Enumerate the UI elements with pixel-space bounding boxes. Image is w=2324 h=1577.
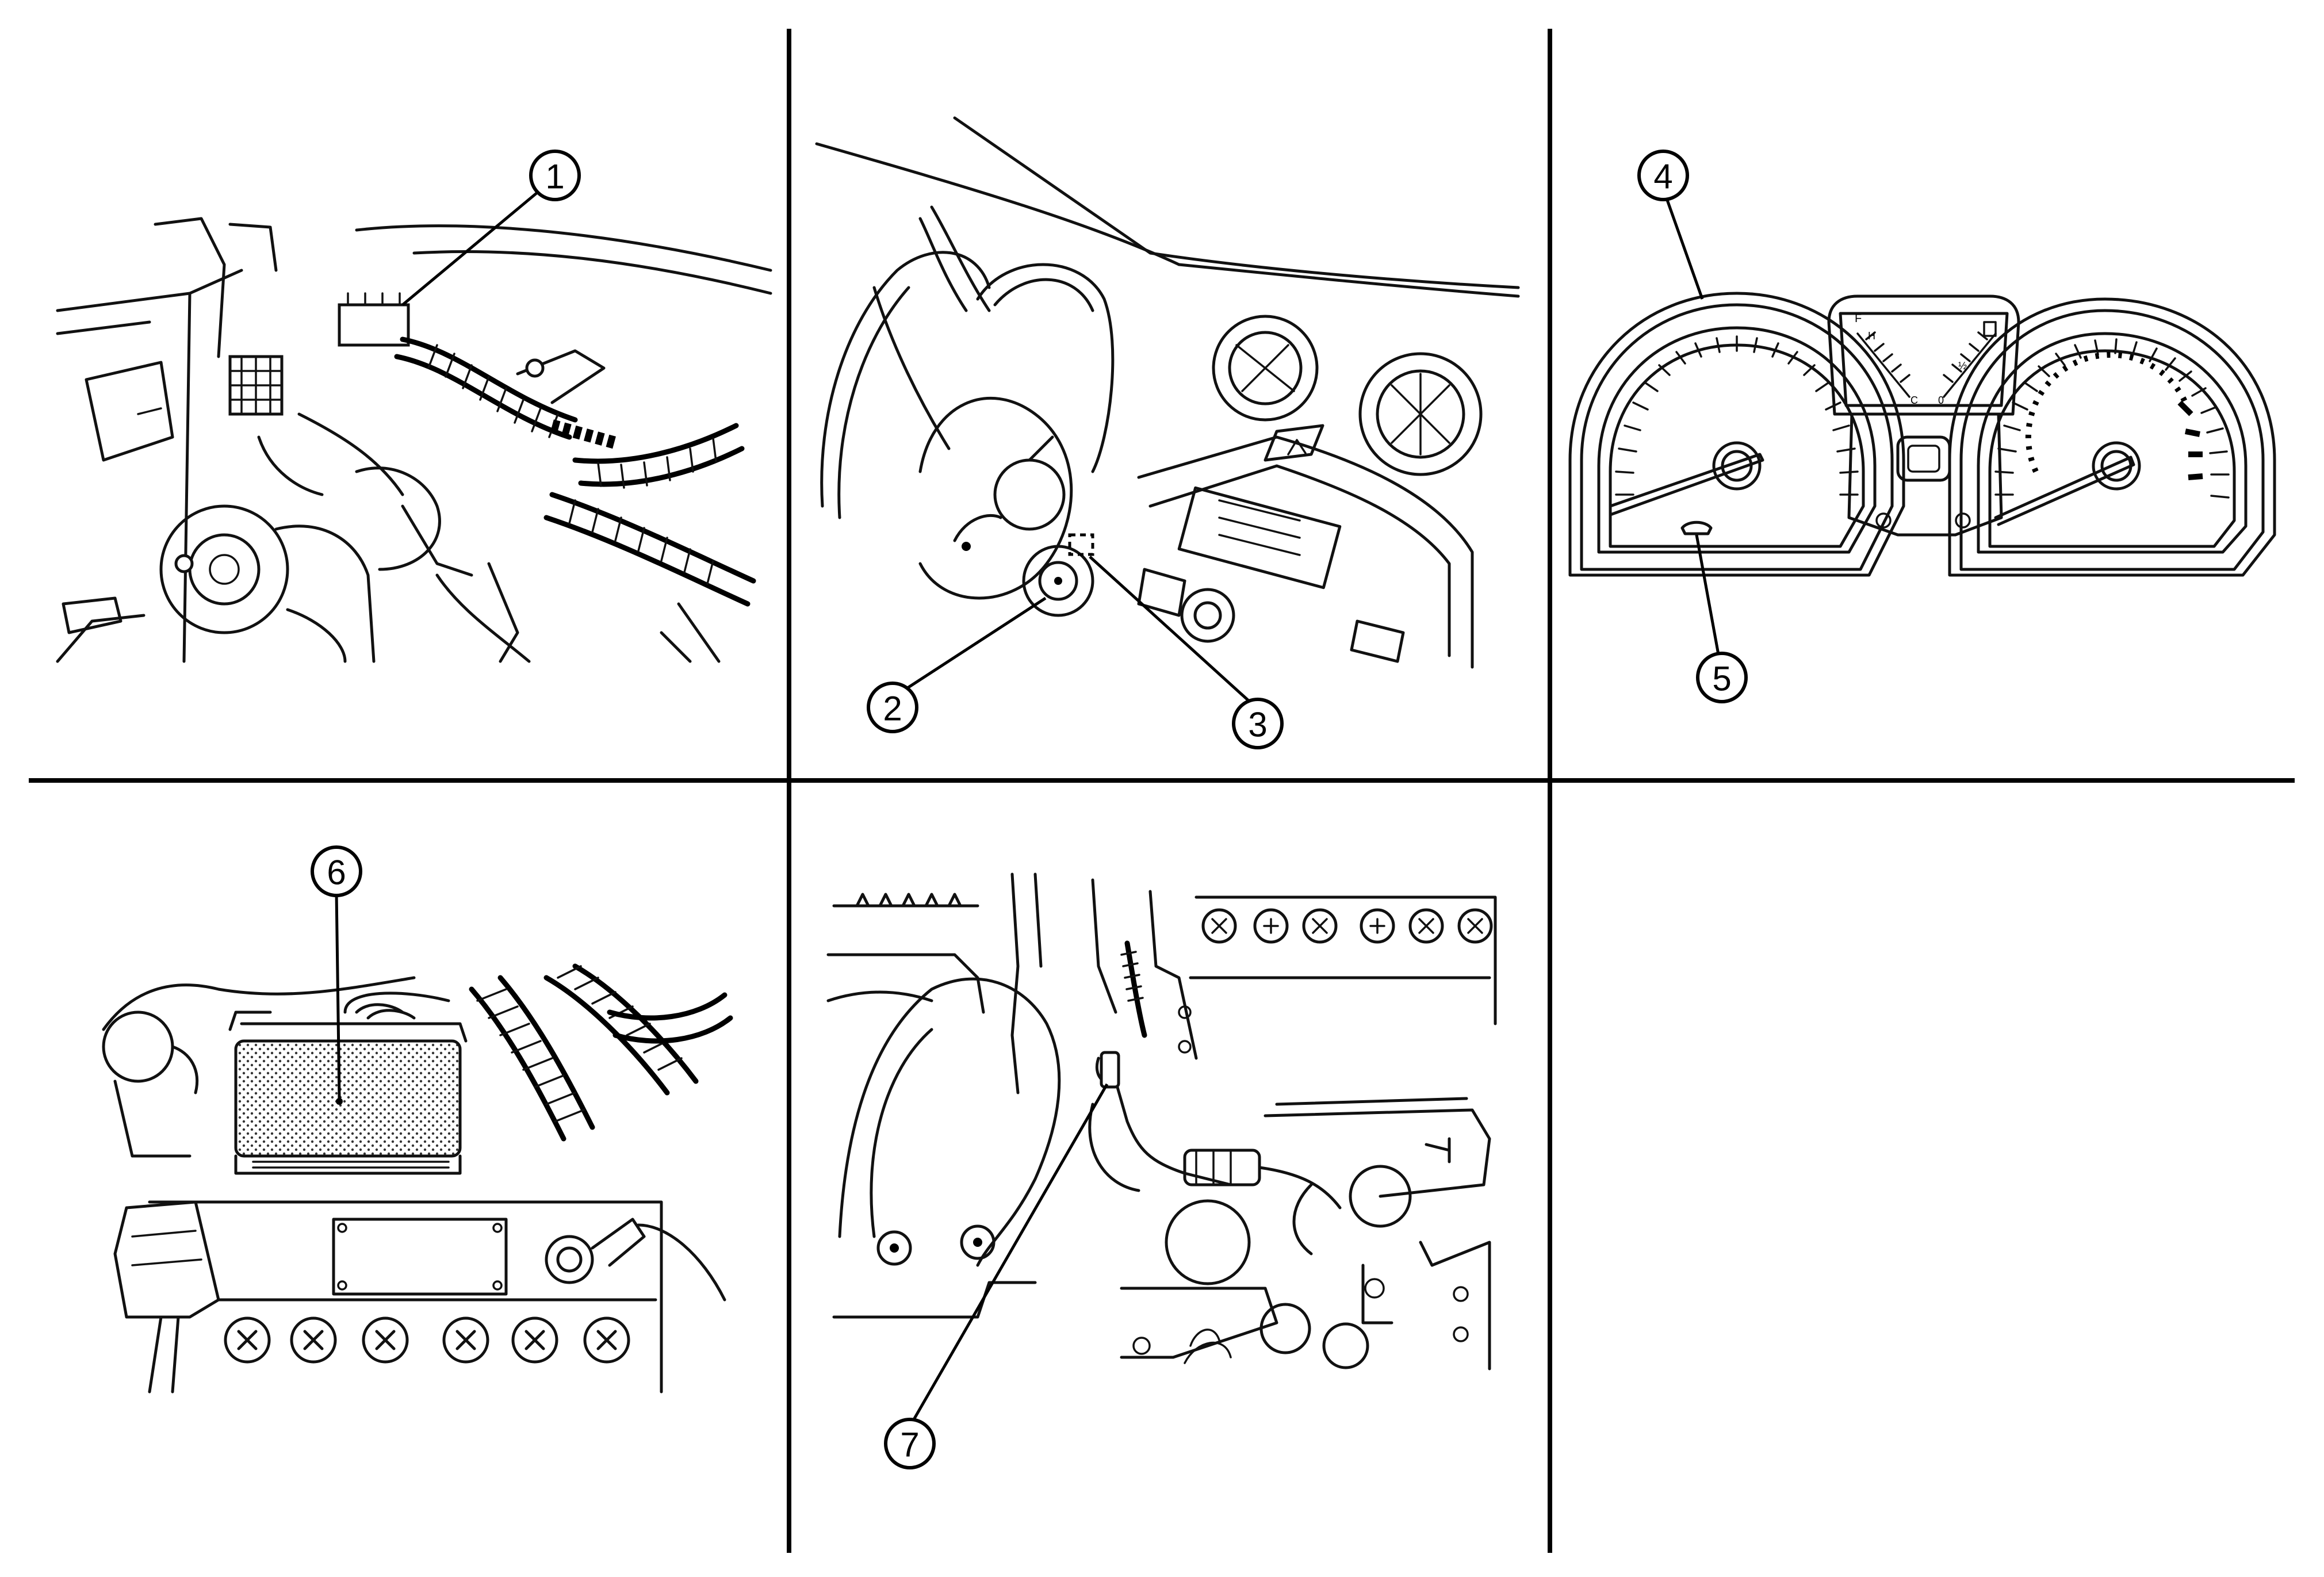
gauge-mark-h: H bbox=[1868, 330, 1875, 342]
panel-engine-sensor bbox=[826, 872, 1497, 1425]
leader-1 bbox=[401, 189, 542, 306]
leader-6 bbox=[335, 892, 341, 1099]
callout-6-label: 6 bbox=[327, 853, 346, 892]
speedometer-housing bbox=[1568, 292, 1905, 577]
ecm-unit bbox=[234, 1039, 462, 1158]
speedometer-needle bbox=[1609, 453, 1764, 516]
tachometer-ticks bbox=[1994, 338, 2230, 499]
battery-caps-panel5 bbox=[1201, 908, 1493, 944]
leader-5 bbox=[1695, 534, 1720, 655]
connector-body bbox=[338, 303, 410, 347]
callout-4-label: 4 bbox=[1653, 158, 1672, 196]
leader-3 bbox=[1089, 556, 1251, 703]
callout-7-label: 7 bbox=[900, 1426, 919, 1464]
sensor-body bbox=[1100, 1051, 1120, 1089]
callout-3: 3 bbox=[1232, 698, 1284, 749]
battery-caps bbox=[224, 1316, 630, 1364]
callout-3-label: 3 bbox=[1248, 706, 1267, 744]
callout-1-label: 1 bbox=[545, 158, 564, 196]
panel-under-dash-harness bbox=[56, 189, 772, 663]
leader-7 bbox=[910, 1083, 1109, 1425]
callout-7: 7 bbox=[884, 1418, 936, 1469]
callout-6: 6 bbox=[311, 845, 362, 897]
panel-engine-ecm bbox=[102, 892, 733, 1394]
ignition-switch-outline bbox=[1022, 545, 1094, 617]
panel-combination-meter: F H C ½ 0 bbox=[1568, 198, 2276, 655]
callout-5-label: 5 bbox=[1712, 660, 1731, 698]
gauge-mark-f: F bbox=[1855, 312, 1862, 325]
tachometer-housing bbox=[1948, 297, 2276, 577]
security-indicator-lamp bbox=[1680, 520, 1713, 535]
leader-2 bbox=[903, 596, 1047, 692]
callout-2-label: 2 bbox=[883, 690, 902, 728]
callout-5: 5 bbox=[1696, 652, 1748, 703]
gauge-mark-half: ½ bbox=[1958, 360, 1967, 372]
antenna-marker bbox=[1068, 533, 1094, 556]
clock-spring-outline bbox=[159, 504, 289, 634]
callout-2: 2 bbox=[867, 682, 918, 733]
callout-1: 1 bbox=[529, 150, 581, 201]
gauge-mark-c: C bbox=[1910, 395, 1918, 406]
callout-4: 4 bbox=[1637, 150, 1689, 201]
leader-4 bbox=[1665, 198, 1704, 300]
tachometer-needle bbox=[1994, 456, 2135, 526]
panel-grid bbox=[29, 29, 2295, 1553]
panel-dashboard-ignition bbox=[815, 116, 1520, 703]
gauge-mark-zero: 0 bbox=[1938, 395, 1944, 406]
